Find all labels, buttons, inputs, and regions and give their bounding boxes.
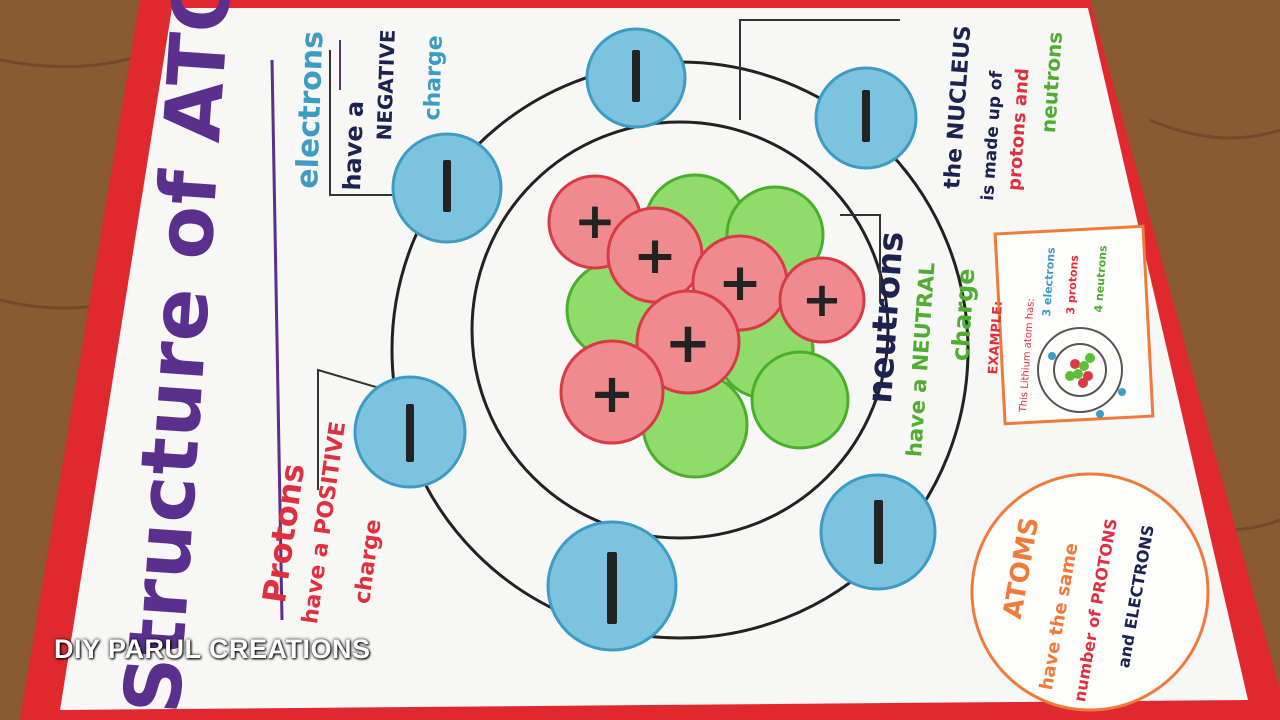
title-underline <box>270 59 284 621</box>
example-inner-orbit <box>1053 343 1107 397</box>
nucleus-pointer-line <box>739 19 900 120</box>
example-outer-orbit <box>1037 327 1123 413</box>
inner-orbit <box>470 120 890 540</box>
electron-minus-sign <box>632 50 640 102</box>
proton <box>778 256 866 344</box>
electrons-label: electrons <box>290 30 331 190</box>
proton <box>559 339 665 445</box>
nucleus: + + + + + + <box>547 173 866 479</box>
proton-plus-sign: + <box>633 226 677 286</box>
example-box <box>993 224 1155 426</box>
channel-watermark: DIY PARUL CREATIONS <box>54 634 371 664</box>
electron-minus-sign <box>862 90 870 142</box>
electrons <box>353 27 937 652</box>
proton <box>635 289 741 395</box>
electrons-have-a: have a <box>338 100 370 191</box>
electron-minus-sign <box>406 404 414 462</box>
proton-plus-sign: + <box>718 253 762 313</box>
proton-plus-sign: + <box>574 192 616 250</box>
electrons-charge: charge <box>420 34 448 121</box>
atoms-note-circle <box>970 472 1210 712</box>
neutron-pointer-line <box>840 214 881 300</box>
electron-minus-sign <box>874 500 883 564</box>
electrons-negative: NEGATIVE <box>372 29 400 141</box>
electron-minus-sign <box>443 160 451 212</box>
proton-plus-sign: + <box>665 311 712 376</box>
example-frame <box>993 224 1155 426</box>
proton-plus-sign: + <box>802 272 842 328</box>
neutron <box>750 350 850 450</box>
electron-minus-sign <box>607 552 617 624</box>
proton-plus-sign: + <box>589 362 634 425</box>
